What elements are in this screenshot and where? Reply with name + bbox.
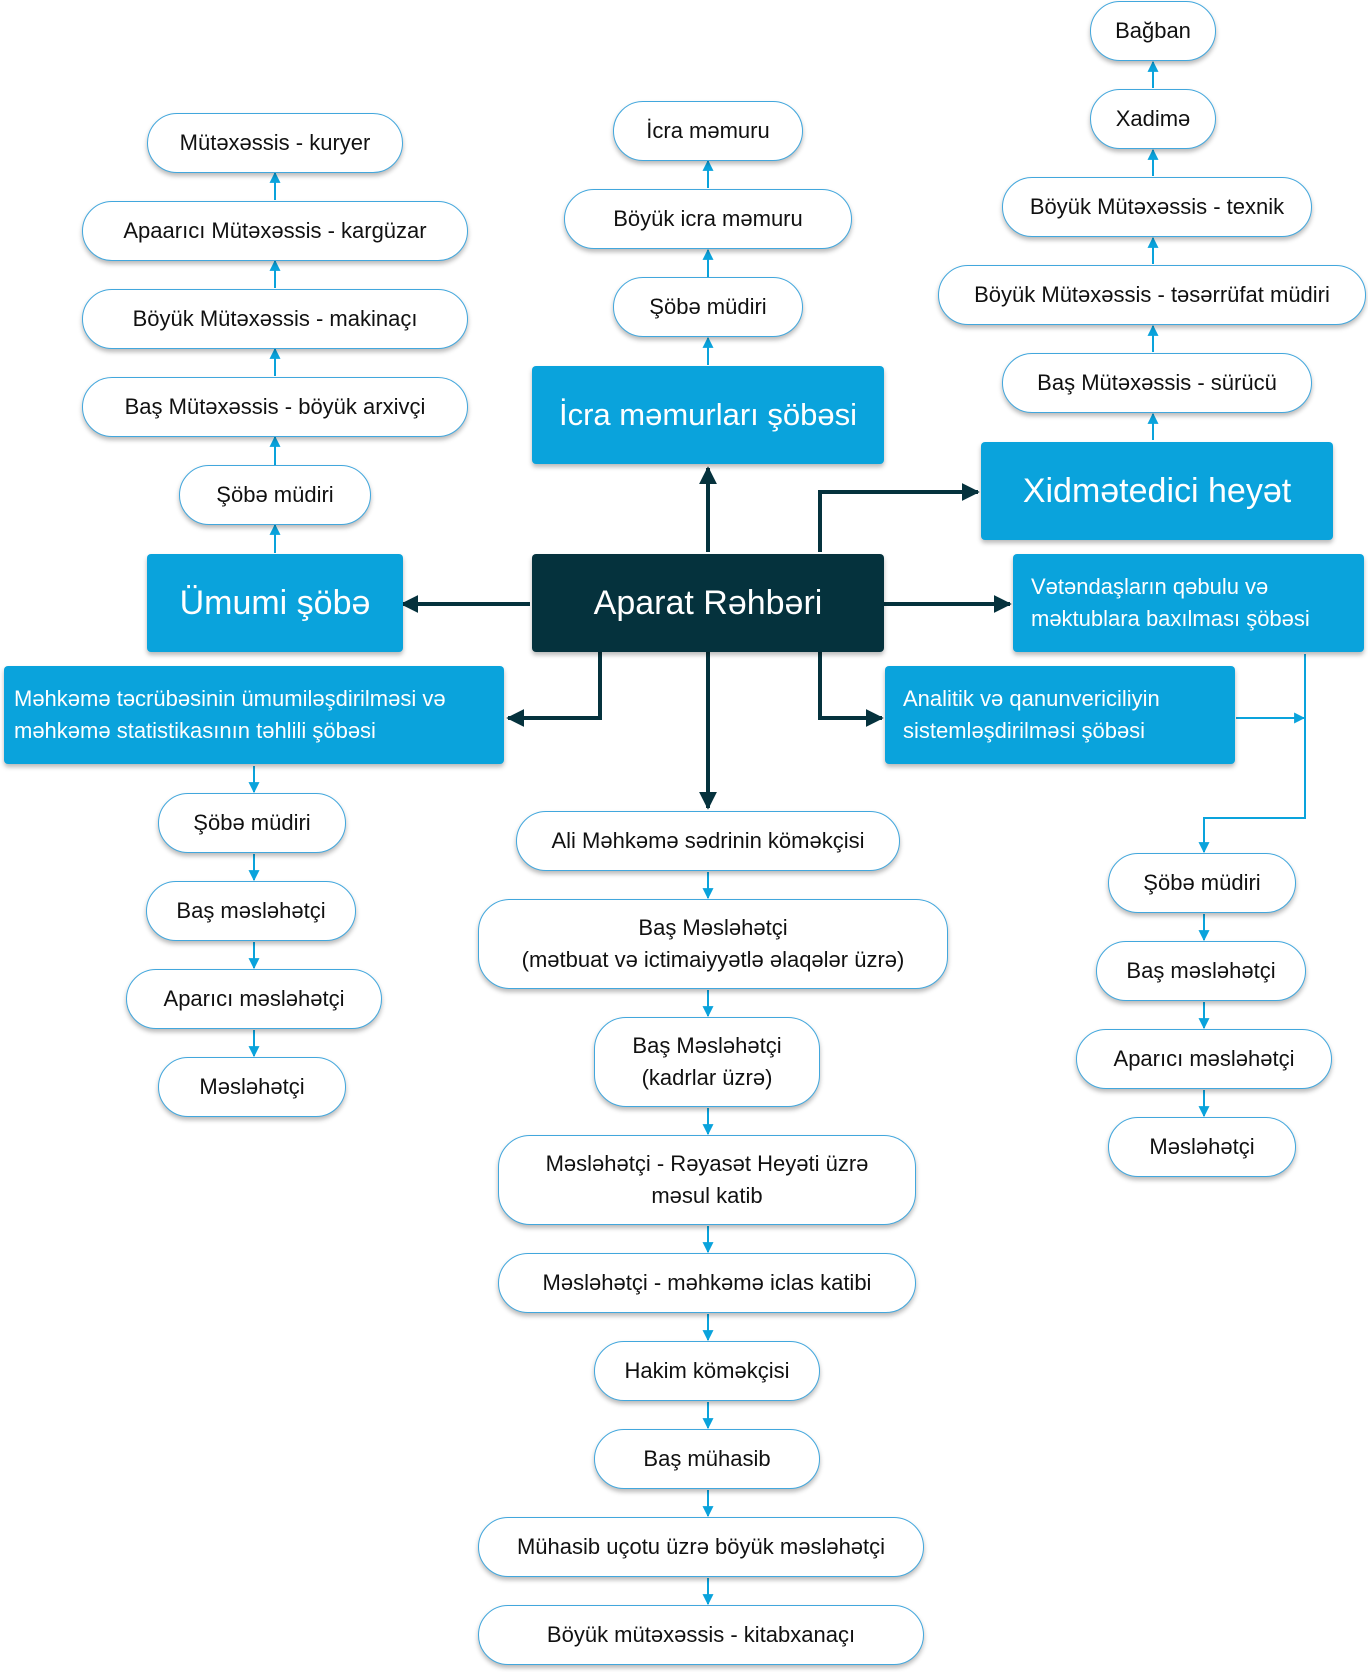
umumi-position: Böyük Mütəxəssis - makinaçı bbox=[82, 289, 468, 349]
xidmet-position: Xadimə bbox=[1090, 89, 1216, 149]
umumi-position: Şöbə müdiri bbox=[179, 465, 371, 525]
mehkeme-position: Aparıcı məsləhətçi bbox=[126, 969, 382, 1029]
icra-position: Şöbə müdiri bbox=[613, 277, 803, 337]
icra-position: Böyük icra məmuru bbox=[564, 189, 852, 249]
chain-position: Baş Məsləhətçi (mətbuat və ictimaiyyətlə… bbox=[478, 899, 948, 989]
mehkeme-position: Baş məsləhətçi bbox=[146, 881, 356, 941]
chain-position: Mühasib uçotu üzrə böyük məsləhətçi bbox=[478, 1517, 924, 1577]
umumi-position: Apaarıcı Mütəxəssis - kargüzar bbox=[82, 201, 468, 261]
xidmet-position: Baş Mütəxəssis - sürücü bbox=[1002, 353, 1312, 413]
vetendas-position: Baş məsləhətçi bbox=[1096, 941, 1306, 1001]
icra-position: İcra məmuru bbox=[613, 101, 803, 161]
xidmet-position: Bağban bbox=[1090, 1, 1216, 61]
mehkeme-position: Məsləhətçi bbox=[158, 1057, 346, 1117]
vetendas-position: Məsləhətçi bbox=[1108, 1117, 1296, 1177]
dept-analitik: Analitik və qanunvericiliyin sistemləşdi… bbox=[885, 666, 1235, 764]
umumi-position: Mütəxəssis - kuryer bbox=[147, 113, 403, 173]
chain-position: Baş mühasib bbox=[594, 1429, 820, 1489]
chain-position: Baş Məsləhətçi (kadrlar üzrə) bbox=[594, 1017, 820, 1107]
chain-position: Məsləhətçi - Rəyasət Heyəti üzrə məsul k… bbox=[498, 1135, 916, 1225]
vetendas-position: Şöbə müdiri bbox=[1108, 853, 1296, 913]
xidmet-position: Böyük Mütəxəssis - təsərrüfat müdiri bbox=[938, 265, 1366, 325]
dept-icra-memurlari: İcra məmurları şöbəsi bbox=[532, 366, 884, 464]
edge-root-mehkeme bbox=[506, 652, 602, 727]
mehkeme-position: Şöbə müdiri bbox=[158, 793, 346, 853]
dept-vetendaslarin-qebulu: Vətəndaşların qəbulu və məktublara baxıl… bbox=[1013, 554, 1364, 652]
chain-position: Böyük mütəxəssis - kitabxanaçı bbox=[478, 1605, 924, 1665]
dept-umumi-sobe: Ümumi şöbə bbox=[147, 554, 403, 652]
edge-root-analitik bbox=[818, 652, 884, 727]
root-aparat-rehberi: Aparat Rəhbəri bbox=[532, 554, 884, 652]
chain-position: Ali Məhkəmə sədrinin köməkçisi bbox=[516, 811, 900, 871]
dept-xidmetedici-heyet: Xidmətedici heyət bbox=[981, 442, 1333, 540]
edge-root-xidmet bbox=[818, 483, 980, 552]
chain-position: Hakim köməkçisi bbox=[594, 1341, 820, 1401]
dept-mehkeme-tecrubesi: Məhkəmə təcrübəsinin ümumiləşdirilməsi v… bbox=[4, 666, 504, 764]
umumi-position: Baş Mütəxəssis - böyük arxivçi bbox=[82, 377, 468, 437]
chain-position: Məsləhətçi - məhkəmə iclas katibi bbox=[498, 1253, 916, 1313]
vetendas-position: Aparıcı məsləhətçi bbox=[1076, 1029, 1332, 1089]
xidmet-position: Böyük Mütəxəssis - texnik bbox=[1002, 177, 1312, 237]
